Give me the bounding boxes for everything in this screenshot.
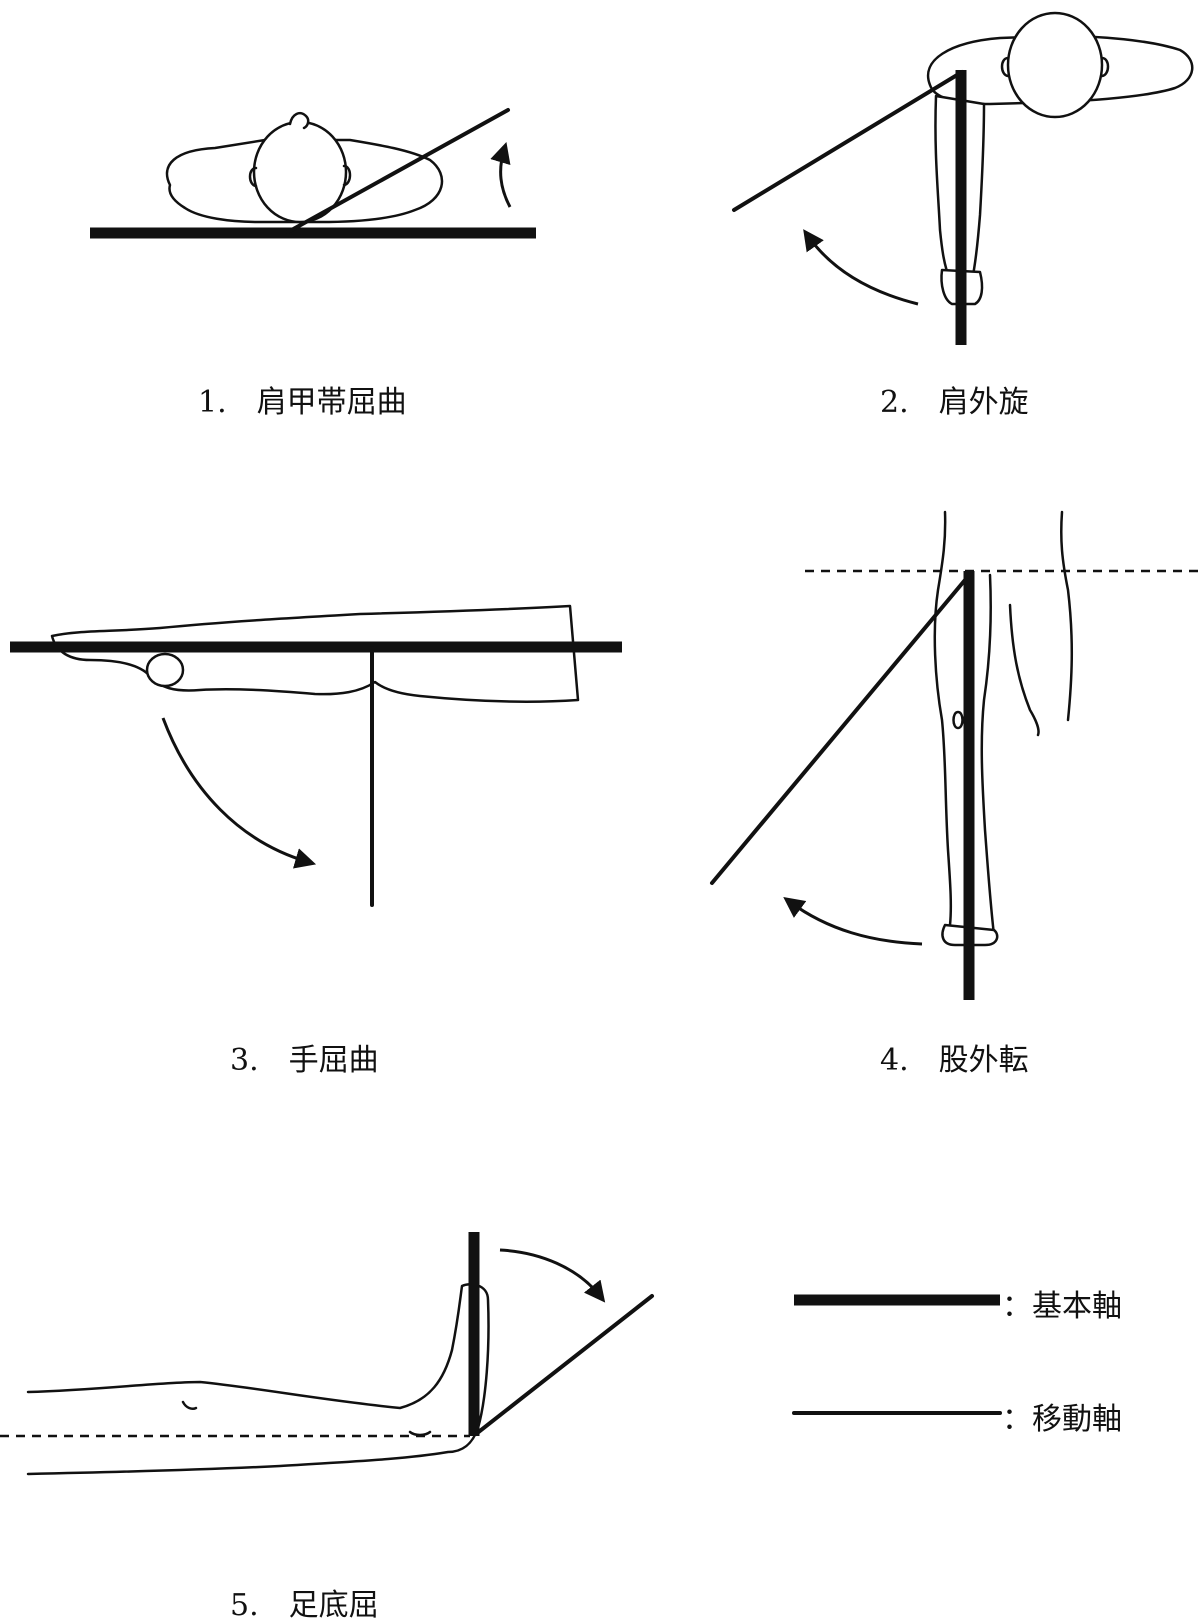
figure-1-caption: 1. 肩甲帯屈曲 (198, 377, 407, 421)
figure-4-hip-abduction (710, 510, 1200, 1000)
figure-1-ear-right (342, 164, 352, 187)
figure-2-caption: 2. 肩外旋 (880, 377, 1029, 421)
figure-1-label: 肩甲帯屈曲 (256, 385, 407, 420)
figure-2-motion-arrow (803, 229, 919, 306)
figure-5-moving-axis (474, 1294, 654, 1436)
figure-5-label: 足底屈 (288, 1588, 379, 1623)
figure-3-number: 3. (230, 1043, 259, 1078)
figure-2-head (1006, 11, 1104, 119)
figure-3-forearm (50, 604, 580, 703)
figure-4-leg-left (933, 510, 996, 937)
figure-1-ear-left (248, 166, 258, 188)
figure-2-number: 2. (880, 385, 909, 420)
figure-4-knee (952, 710, 964, 730)
figure-5-ankle-plantar-flexion (0, 1232, 654, 1476)
figure-3-label: 手屈曲 (288, 1043, 379, 1078)
figure-3-caption: 3. 手屈曲 (230, 1035, 379, 1079)
figure-4-caption: 4. 股外転 (880, 1035, 1029, 1079)
figure-2-ear-right (1100, 56, 1110, 78)
figure-5-lower-leg-foot (26, 1283, 490, 1476)
figure-4-leg-right (1008, 510, 1074, 737)
figure-4-moving-axis (710, 572, 972, 885)
legend-basic-axis-label: ：基本軸 (1002, 1289, 1122, 1324)
legend-moving-axis-label: ：移動軸 (1002, 1402, 1122, 1437)
figure-2-ear-left (1000, 56, 1010, 78)
figure-3-fist (145, 652, 185, 688)
figure-1-shoulder-girdle-flexion (90, 108, 536, 239)
figure-1-hair-tuft (288, 112, 310, 130)
figure-3-wrist-flexion (10, 604, 622, 907)
figure-1-motion-arrow (490, 141, 512, 208)
figure-5-number: 5. (230, 1588, 259, 1623)
figure-2-shoulder-external-rotation (732, 11, 1194, 345)
figure-5-motion-arrow (499, 1248, 606, 1303)
figure-4-label: 股外転 (938, 1043, 1029, 1078)
figure-2-label: 肩外旋 (938, 385, 1029, 420)
figure-4-number: 4. (880, 1043, 909, 1078)
figure-2-moving-axis (732, 70, 964, 212)
figure-3-motion-arrow (161, 717, 317, 869)
figure-1-number: 1. (198, 385, 227, 420)
figure-5-caption: 5. 足底屈 (230, 1580, 379, 1624)
figure-1-moving-axis (286, 108, 510, 234)
figure-4-motion-arrow (783, 897, 923, 946)
